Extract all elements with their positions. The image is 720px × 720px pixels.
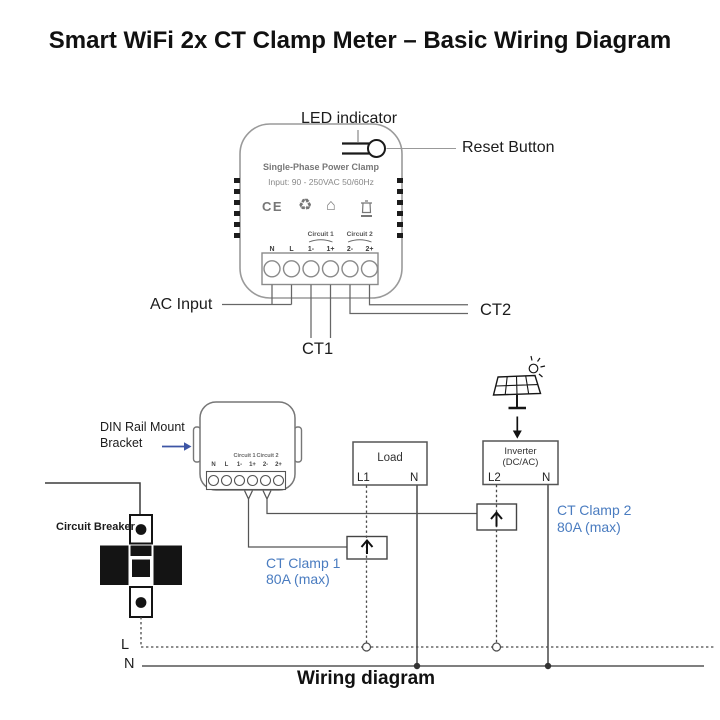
reset-button-icon: [342, 139, 386, 158]
terminal-block: [261, 252, 379, 286]
reset-button-label: Reset Button: [462, 139, 555, 156]
mini-terminal-1m: 1-: [236, 461, 243, 468]
ct1-label: CT1: [302, 340, 334, 358]
l2-tap-circle: [491, 642, 502, 652]
ac-input-leads: [222, 284, 293, 306]
din-rail-label-line1: DIN Rail Mount: [100, 420, 185, 434]
circuit1-label: Circuit 1: [307, 230, 334, 238]
terminal-label-n: N: [269, 245, 275, 253]
recycle-icon: ♻: [298, 197, 313, 214]
terminal-label-2p: 2+: [365, 245, 374, 253]
inverter-label-line1: Inverter: [504, 446, 537, 457]
l1-tap-circle: [361, 642, 372, 652]
weee-bin-icon: [361, 200, 372, 217]
ac-input-label: AC Input: [150, 296, 213, 313]
power-clamp-device-mini: [192, 401, 303, 491]
circuit-brackets: [308, 239, 372, 243]
led-indicator-label: LED indicator: [301, 110, 398, 127]
solar-to-inverter-arrow: [512, 416, 522, 439]
ct-cables: [243, 490, 477, 548]
ct1-cable: [243, 490, 347, 548]
load-box: [352, 441, 428, 486]
diagram-caption: Wiring diagram: [296, 668, 436, 689]
terminal-leads: [222, 284, 468, 338]
din-rail-label-line2: Bracket: [100, 436, 143, 450]
inverter-n-terminal: N: [542, 472, 551, 484]
inverter-l2-terminal: L2: [488, 472, 501, 484]
ct-clamp2-label-line2: 80A (max): [557, 519, 621, 535]
ct-clamp2-label-line1: CT Clamp 2: [557, 502, 632, 518]
page-title: Smart WiFi 2x CT Clamp Meter – Basic Wir…: [48, 27, 672, 54]
mini-terminal-2p: 2+: [275, 461, 282, 468]
circuit-breaker-label: Circuit Breaker: [56, 521, 135, 533]
mini-terminal-l: L: [224, 461, 229, 468]
supply-feed-wire: [45, 482, 141, 515]
mini-circuit1-label: Circuit 1: [233, 452, 256, 459]
ct2-arrow-icon: [490, 510, 503, 527]
ce-mark-icon: CE: [262, 199, 284, 214]
terminal-label-2m: 2-: [346, 245, 354, 253]
device-input-rating: Input: 90 - 250VAC 50/60Hz: [268, 177, 374, 187]
load-n-terminal: N: [410, 472, 419, 484]
solar-panel-icon: [492, 355, 546, 410]
inverter-n-junction-dot: [544, 662, 552, 670]
terminal-label-l: L: [289, 245, 294, 253]
device-name-text: Single-Phase Power Clamp: [262, 162, 380, 172]
device-side-notches: [234, 178, 403, 238]
ct1-leads: [310, 284, 332, 338]
ct2-cable: [262, 490, 477, 515]
load-n-junction-dot: [413, 662, 421, 670]
circuit2-label: Circuit 2: [346, 230, 373, 238]
load-box-label: Load: [377, 452, 403, 464]
mini-terminal-block: [205, 470, 287, 491]
ct2-leads: [349, 284, 468, 315]
load-l1-terminal: L1: [357, 472, 370, 484]
mini-terminal-2m: 2-: [262, 461, 269, 468]
bus-l-label: L: [121, 637, 130, 653]
bus-n-label: N: [124, 656, 135, 672]
ct1-arrow-icon: [360, 538, 374, 554]
mini-terminal-n: N: [211, 461, 216, 468]
din-arrow-icon: [162, 442, 192, 451]
terminal-label-1m: 1-: [307, 245, 315, 253]
inverter-label-line2: (DC/AC): [502, 456, 539, 468]
home-icon: ⌂: [326, 197, 336, 214]
circuit-breaker: [100, 514, 182, 618]
ct2-label: CT2: [480, 301, 512, 319]
inverter-box: [482, 440, 559, 486]
power-clamp-device: [222, 123, 468, 338]
mini-circuit2-label: Circuit 2: [256, 452, 279, 459]
terminal-label-1p: 1+: [326, 245, 335, 253]
ct-clamp1-label-line1: CT Clamp 1: [266, 555, 341, 571]
sun-icon: [528, 355, 546, 378]
mini-terminal-1p: 1+: [249, 461, 256, 468]
breaker-toggle: [132, 559, 150, 577]
ct-arrows: [360, 510, 503, 554]
ct-clamp1-label-line2: 80A (max): [266, 571, 330, 587]
